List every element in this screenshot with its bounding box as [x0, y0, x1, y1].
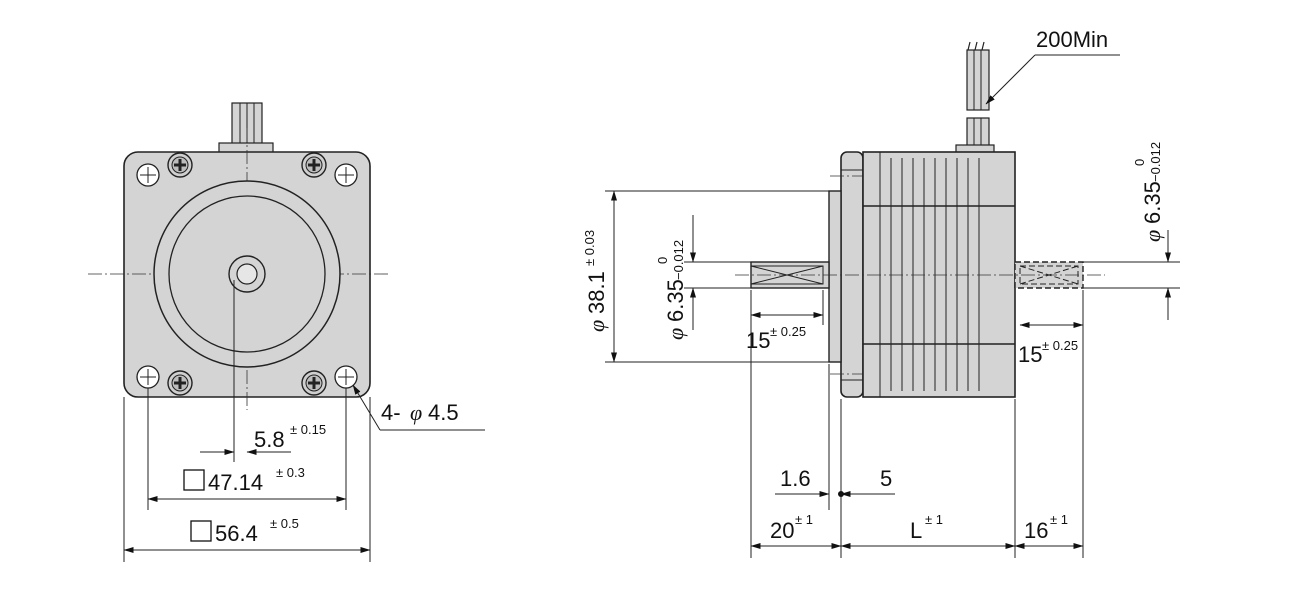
front-view: 5.8 ± 0.15 47.14 ± 0.3 56.4 ± 0.5 4- φ 4… [88, 102, 485, 562]
body-length-tol: ± 1 [925, 512, 943, 527]
rear-shaft-length-tol: ± 1 [1050, 512, 1068, 527]
lamination-lines [863, 152, 1015, 397]
hole-diameter: 4.5 [428, 400, 459, 425]
hole-pitch-dimension: 47.14 ± 0.3 [147, 465, 347, 502]
rear-flat-tolerance: ± 0.25 [1042, 338, 1078, 353]
front-flat-value: 15 [746, 328, 770, 353]
rear-shaft-length: 16 [1024, 518, 1048, 543]
front-shaft-tol-upper: 0 [655, 257, 670, 264]
offset-tolerance: ± 0.15 [290, 422, 326, 437]
front-flange [840, 151, 864, 398]
hole-count: 4- [381, 400, 401, 425]
front-shaft-diameter: 6.35 [663, 279, 688, 322]
offset-dimension: 5.8 ± 0.15 [200, 422, 326, 455]
pilot-diameter-dimension: φ 38.1 ± 0.03 [582, 190, 617, 363]
flange-thickness: 5 [880, 466, 892, 491]
rear-flat-dimension: 15 ± 0.25 [1018, 290, 1084, 367]
side-view: 200Min φ 6.35 0 −0.012 φ 38.1 ± 0.03 [582, 27, 1180, 558]
body-width-tolerance: ± 0.5 [270, 516, 299, 531]
rear-shaft-tol-lower: −0.012 [1148, 142, 1163, 182]
diameter-symbol: φ [1140, 230, 1165, 242]
phillips-screws [167, 152, 327, 396]
pilot-diameter: 38.1 [584, 271, 609, 314]
offset-value: 5.8 [254, 427, 285, 452]
rear-shaft-diameter: 6.35 [1140, 181, 1165, 224]
rear-shaft-diameter-dimension: φ 6.35 0 −0.012 [1132, 142, 1171, 320]
body-length: L [910, 518, 922, 543]
diameter-symbol: φ [584, 320, 609, 332]
front-shaft-length-tol: ± 1 [795, 512, 813, 527]
motor-side-body [862, 151, 1016, 398]
square-symbol [190, 520, 212, 542]
front-shaft-diameter-dimension: φ 6.35 0 −0.012 [655, 215, 696, 340]
pilot-depth: 1.6 [780, 466, 811, 491]
hole-pitch-value: 47.14 [208, 470, 263, 495]
side-lead-wires [955, 41, 995, 154]
lead-length: 200Min [1036, 27, 1108, 52]
lead-length-callout: 200Min [985, 27, 1120, 105]
diameter-symbol: φ [663, 328, 688, 340]
hole-callout: 4- φ 4.5 [352, 384, 485, 431]
rear-flat-value: 15 [1018, 342, 1042, 367]
pilot-depth-dimension: 1.6 5 [775, 466, 895, 497]
diameter-symbol: φ [410, 400, 422, 425]
pilot-tolerance: ± 0.03 [582, 230, 597, 266]
body-width-dimension: 56.4 ± 0.5 [123, 516, 371, 553]
square-symbol [183, 469, 205, 491]
pilot [828, 190, 842, 363]
body-width-value: 56.4 [215, 521, 258, 546]
front-shaft-length: 20 [770, 518, 794, 543]
front-shaft-tol-lower: −0.012 [671, 240, 686, 280]
front-flat-dimension: 15 ± 0.25 [746, 312, 824, 353]
front-lead-wires [218, 102, 274, 154]
front-flat-tolerance: ± 0.25 [770, 324, 806, 339]
length-dimensions: 20 ± 1 L ± 1 16 ± 1 [750, 512, 1084, 549]
rear-shaft-tol-upper: 0 [1132, 159, 1147, 166]
mounting-holes [136, 163, 358, 389]
hole-pitch-tolerance: ± 0.3 [276, 465, 305, 480]
